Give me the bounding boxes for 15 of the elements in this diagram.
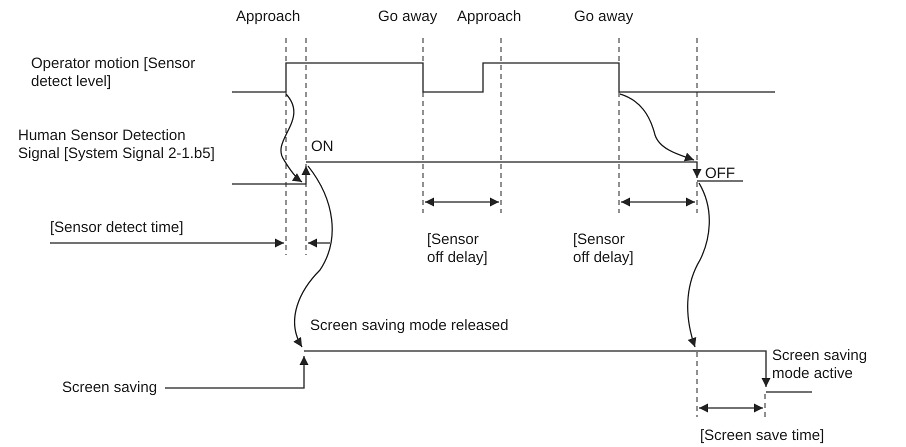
timing-label: [Sensor detect time] <box>50 219 184 237</box>
state-label: Screen saving mode released <box>310 317 508 335</box>
event-label: Approach <box>457 8 522 26</box>
signal-label: Screen saving <box>62 379 158 397</box>
state-label: OFF <box>705 165 735 183</box>
timing-label: [Sensor off delay] <box>573 231 635 267</box>
signal-label: Operator motion [Sensor detect level] <box>31 55 196 91</box>
event-label: Go away <box>378 8 438 26</box>
timing-label: [Sensor off delay] <box>427 231 489 267</box>
state-label: Screen saving mode active <box>772 347 868 383</box>
event-label: Approach <box>236 8 300 26</box>
state-label: ON <box>311 138 334 156</box>
timing-label: [Screen save time] <box>700 427 824 445</box>
signal-label: Human Sensor Detection Signal [System Signal 2-1.b5] <box>18 127 216 163</box>
event-label: Go away <box>574 8 634 26</box>
